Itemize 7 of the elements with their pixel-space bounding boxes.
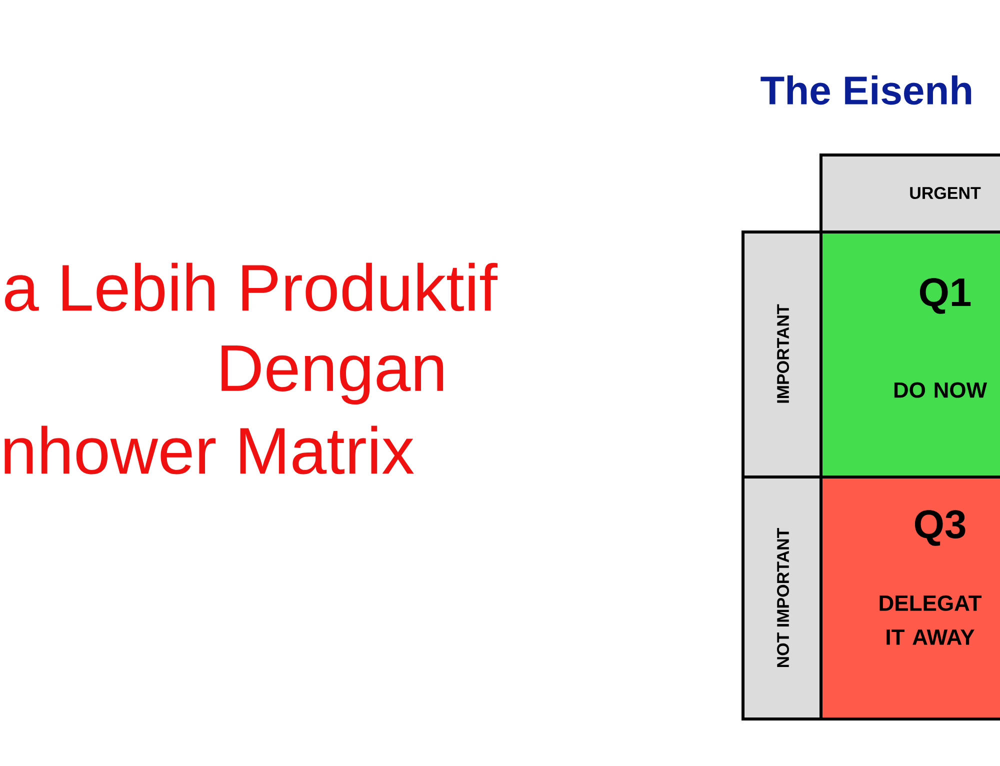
- heading-text: Dengan: [222, 345, 444, 405]
- column-header-cell: URGENT: [820, 154, 1000, 234]
- title: The Eisenh: [760, 75, 972, 105]
- heading-text: a Lebih Produktif: [5, 262, 498, 312]
- quadrant-cell: Q3 DELEGAT IT AWAY: [820, 476, 1000, 720]
- heading-text: nhower Matrix: [4, 426, 414, 474]
- quadrant-cell: Q1 DO NOW: [820, 230, 1000, 478]
